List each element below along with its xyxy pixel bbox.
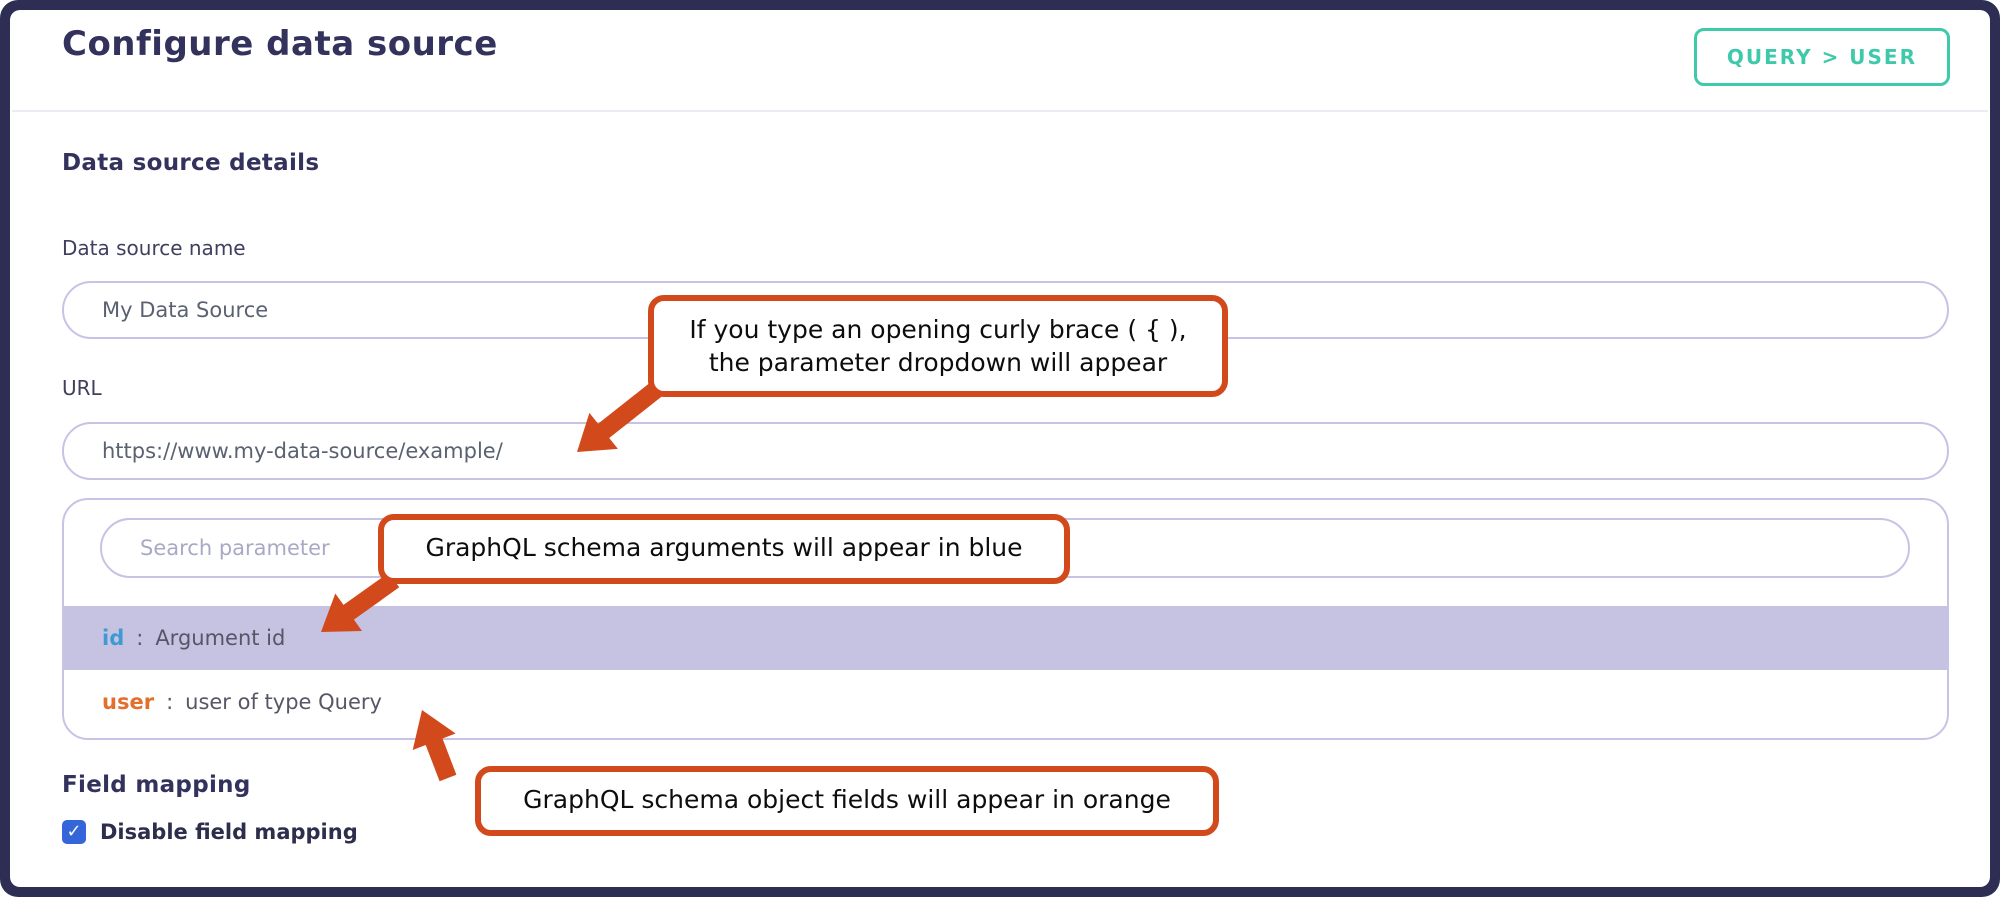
header-divider	[12, 110, 1988, 112]
annotation-callout-fields-orange: GraphQL schema object fields will appear…	[475, 766, 1219, 836]
disable-field-mapping-row: Disable field mapping	[62, 820, 358, 844]
annotation-callout-curly-brace: If you type an opening curly brace ( { )…	[648, 295, 1228, 397]
disable-field-mapping-checkbox[interactable]	[62, 820, 86, 844]
dropdown-item-user-description: user of type Query	[185, 690, 382, 714]
dropdown-item-id-name: id	[102, 626, 125, 650]
dropdown-item-user-separator: :	[166, 690, 174, 714]
section-title-data-source-details: Data source details	[62, 150, 320, 176]
page-title: Configure data source	[62, 24, 498, 64]
url-input[interactable]	[62, 422, 1949, 480]
dropdown-item-user-name: user	[102, 690, 155, 714]
annotation-callout-curly-brace-line1: If you type an opening curly brace ( { )…	[689, 315, 1187, 344]
dropdown-item-user[interactable]: user: user of type Query	[64, 670, 1947, 738]
section-title-field-mapping: Field mapping	[62, 772, 251, 798]
query-path-badge[interactable]: QUERY > USER	[1693, 28, 1950, 86]
annotation-callout-arguments-blue: GraphQL schema arguments will appear in …	[378, 514, 1070, 584]
dropdown-item-id-separator: :	[136, 626, 144, 650]
dropdown-item-id-description: Argument id	[155, 626, 286, 650]
dropdown-item-id[interactable]: id: Argument id	[64, 606, 1947, 670]
data-source-name-label: Data source name	[62, 236, 246, 260]
annotation-callout-curly-brace-line2: the parameter dropdown will appear	[708, 348, 1168, 377]
url-label: URL	[62, 376, 102, 400]
disable-field-mapping-label: Disable field mapping	[100, 820, 358, 844]
